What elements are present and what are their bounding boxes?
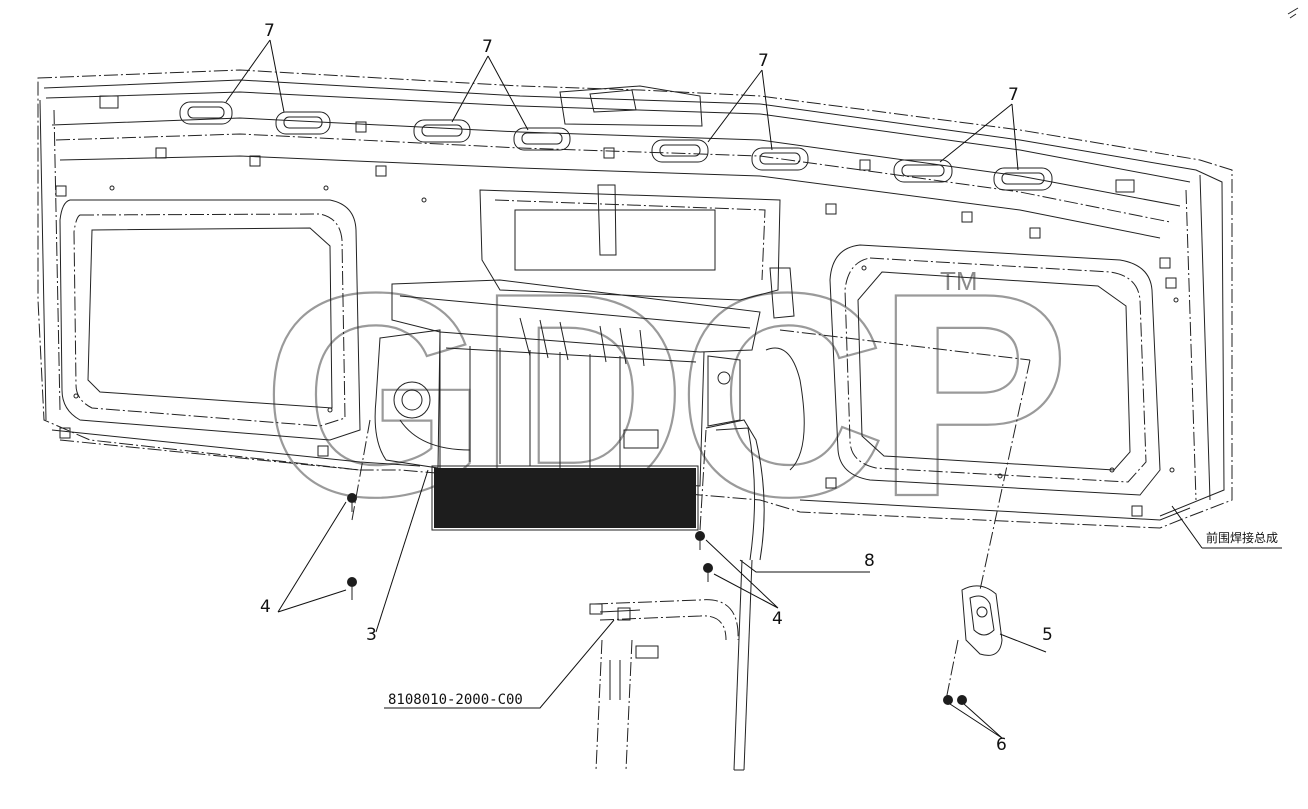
trademark-text: TM: [940, 266, 978, 296]
bolts: [347, 419, 713, 600]
bolt: [347, 577, 357, 600]
vent-slot: [651, 139, 709, 163]
callout-4: 4: [260, 597, 271, 617]
front-panel-frame: [37, 69, 1233, 529]
callout-6: 6: [996, 735, 1007, 755]
vent-slot: [513, 127, 571, 151]
callout-7: 7: [482, 37, 493, 57]
vent-slot: [413, 119, 471, 143]
vent-slot: [993, 167, 1053, 191]
heater-unit: [374, 267, 805, 561]
vent-slot: [275, 111, 331, 135]
bolt: [703, 563, 713, 582]
callout-4: 4: [772, 609, 783, 629]
heater-core: [434, 468, 696, 528]
leader-lines: [225, 39, 1282, 739]
vent-slot: [751, 147, 809, 171]
callout-3: 3: [366, 625, 377, 645]
callout-5: 5: [1042, 625, 1053, 645]
frame-tabs: [55, 95, 1179, 517]
callout-7: 7: [758, 51, 769, 71]
callout-7: 7: [1008, 85, 1019, 105]
vent-slot: [179, 101, 233, 125]
nuts-6: [943, 695, 967, 705]
part-number-label: 8108010-2000-C00: [388, 692, 523, 708]
vent-slot: [893, 159, 953, 183]
callout-8: 8: [864, 551, 875, 571]
vent-slots: [179, 101, 1053, 191]
hose-assembly: [589, 599, 739, 771]
callouts: 7 7 7 7 4 3 4 8 5 6 8108010-2000-C00 前围焊…: [260, 21, 1278, 755]
bolt: [347, 493, 357, 512]
bolt: [695, 531, 705, 550]
callout-7: 7: [264, 21, 275, 41]
corner-mark-icon: [1287, 7, 1299, 19]
duct-pipe: [733, 559, 753, 771]
bracket-5: [779, 329, 1031, 701]
assembly-label: 前围焊接总成: [1206, 530, 1278, 545]
